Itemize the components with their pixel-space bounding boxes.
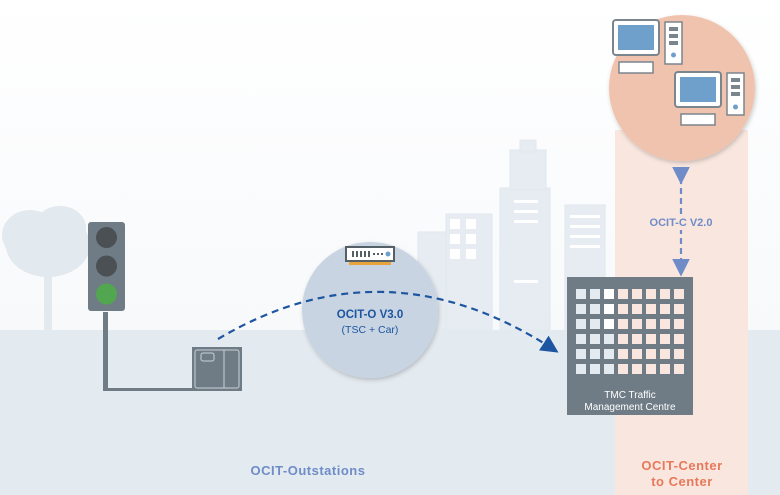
center-zone-label-line2: to Center <box>651 474 713 489</box>
tmc-window <box>618 319 628 329</box>
outstations-zone-label: OCIT-Outstations <box>251 463 366 478</box>
tmc-window <box>660 304 670 314</box>
red-lamp <box>96 227 117 248</box>
tmc-window <box>674 304 684 314</box>
tmc-window <box>646 289 656 299</box>
traffic-controller-cabinet <box>192 347 242 391</box>
tmc-window <box>618 289 628 299</box>
tmc-window <box>646 319 656 329</box>
tmc-window <box>632 364 642 374</box>
tmc-window <box>576 319 586 329</box>
ocit-c-label: OCIT-C V2.0 <box>650 217 713 229</box>
tmc-window <box>576 349 586 359</box>
ocit-o-link <box>217 290 559 353</box>
tmc-building <box>567 277 693 415</box>
tmc-window <box>576 334 586 344</box>
traffic-light <box>88 222 193 391</box>
green-lamp <box>96 283 117 305</box>
tmc-window <box>590 334 600 344</box>
ocit-o-circle <box>302 242 438 378</box>
tmc-window <box>646 349 656 359</box>
tmc-window <box>618 349 628 359</box>
tmc-window <box>660 319 670 329</box>
tmc-window <box>590 364 600 374</box>
tmc-window <box>618 364 628 374</box>
tmc-window <box>590 349 600 359</box>
tmc-window <box>590 289 600 299</box>
tmc-window <box>632 289 642 299</box>
tmc-windows <box>576 289 684 374</box>
tmc-window <box>646 334 656 344</box>
tmc-window <box>632 349 642 359</box>
tmc-window <box>660 289 670 299</box>
center-zone-label-line1: OCIT-Center <box>641 458 722 473</box>
tmc-window <box>604 304 614 314</box>
tmc-window <box>674 319 684 329</box>
tmc-window <box>632 319 642 329</box>
tmc-window <box>660 349 670 359</box>
tmc-window <box>646 364 656 374</box>
ocit-o-sublabel: (TSC + Car) <box>342 324 399 336</box>
tmc-window <box>576 364 586 374</box>
tmc-window <box>604 349 614 359</box>
tmc-window <box>632 304 642 314</box>
yellow-lamp <box>96 255 117 277</box>
device-icon <box>345 246 395 265</box>
tmc-window <box>674 364 684 374</box>
tmc-label-line2: Management Centre <box>584 402 676 413</box>
tmc-window <box>604 289 614 299</box>
computer-icon-2 <box>674 71 745 126</box>
tmc-window <box>590 304 600 314</box>
tmc-window <box>674 289 684 299</box>
tmc-window <box>604 334 614 344</box>
tmc-window <box>660 334 670 344</box>
tmc-window <box>674 334 684 344</box>
computer-icon-1 <box>612 19 683 74</box>
tmc-window <box>632 334 642 344</box>
tmc-window <box>646 304 656 314</box>
tmc-window <box>576 289 586 299</box>
tmc-label-line1: TMC Traffic <box>604 390 655 401</box>
tmc-window <box>604 364 614 374</box>
tmc-window <box>590 319 600 329</box>
tmc-window <box>618 304 628 314</box>
tree-silhouette <box>2 206 90 332</box>
ocit-o-label: OCIT-O V3.0 <box>337 309 403 321</box>
tmc-window <box>660 364 670 374</box>
tmc-window <box>674 349 684 359</box>
tmc-window <box>618 334 628 344</box>
tmc-window <box>604 319 614 329</box>
tmc-window <box>576 304 586 314</box>
